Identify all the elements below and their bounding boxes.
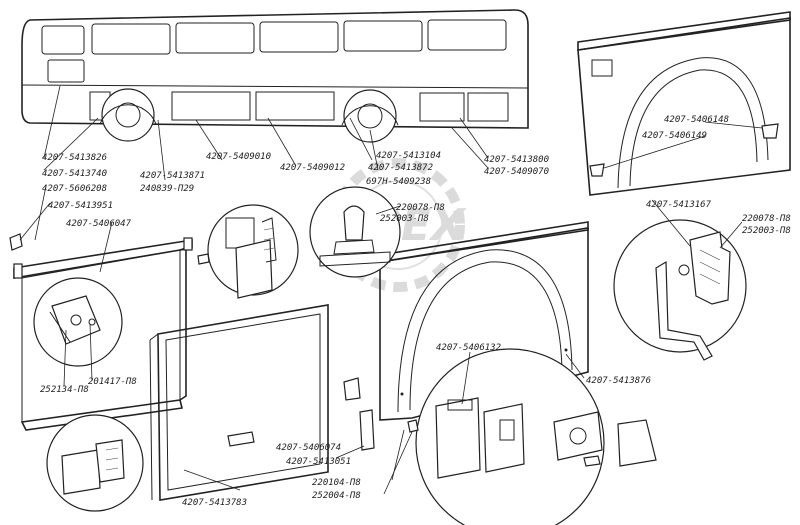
label-240839-p29: 240839-П29 <box>140 184 194 194</box>
label-4207-5413783: 4207-5413783 <box>182 498 247 508</box>
detail-circle-corner <box>46 414 144 512</box>
label-4207-5406132: 4207-5406132 <box>436 343 501 353</box>
label-4207-5406047: 4207-5406047 <box>66 219 132 229</box>
detail-circle-lock <box>415 348 657 525</box>
hatch-panel-front <box>149 304 329 501</box>
hatch-panel-left <box>13 237 193 431</box>
label-4207-5413104: 4207-5413104 <box>376 151 441 161</box>
arch-panel-top <box>577 11 791 196</box>
leader-lines <box>19 85 763 495</box>
label-4207-5413167: 4207-5413167 <box>646 200 712 210</box>
label-201417-p8: 201417-П8 <box>88 377 137 387</box>
label-4207-5606208: 4207-5606208 <box>42 184 107 194</box>
small-parts <box>9 233 419 451</box>
label-4207-5413876: 4207-5413876 <box>586 376 651 386</box>
label-4207-5406148: 4207-5406148 <box>664 115 729 125</box>
detail-circle-profile <box>613 219 747 361</box>
bus-side-view <box>21 9 529 143</box>
label-697n-5409238: 697Н-5409238 <box>366 177 431 187</box>
label-4207-5413740: 4207-5413740 <box>42 169 107 179</box>
label-220078-p8-b: 220078-П8 <box>742 214 791 224</box>
label-220104-p8: 220104-П8 <box>312 478 361 488</box>
label-4207-5413951: 4207-5413951 <box>48 201 113 211</box>
label-252004-p8: 252004-П8 <box>312 491 361 501</box>
label-4207-5413800: 4207-5413800 <box>484 155 549 165</box>
label-4207-5413872: 4207-5413872 <box>368 163 433 173</box>
label-4207-5409010: 4207-5409010 <box>206 152 271 162</box>
label-4207-5406149: 4207-5406149 <box>642 131 707 141</box>
label-252134-p8: 252134-П8 <box>40 385 89 395</box>
label-4207-5406074: 4207-5406074 <box>276 443 341 453</box>
label-4207-5413826: 4207-5413826 <box>42 153 107 163</box>
detail-circle-seal <box>309 186 401 278</box>
part-labels: 4207-5413826 4207-5413740 4207-5606208 4… <box>40 115 791 508</box>
detail-circle-hinge <box>207 204 299 299</box>
label-4207-5413871: 4207-5413871 <box>140 171 205 181</box>
label-4207-5413051: 4207-5413051 <box>286 457 351 467</box>
label-4207-5409070: 4207-5409070 <box>484 167 549 177</box>
label-252003-p8-b: 252003-П8 <box>742 226 791 236</box>
detail-circle-latch <box>33 277 123 367</box>
label-4207-5409012: 4207-5409012 <box>280 163 345 173</box>
label-220078-p8-a: 220078-П8 <box>396 203 445 213</box>
label-252003-p8-a: 252003-П8 <box>380 214 429 224</box>
